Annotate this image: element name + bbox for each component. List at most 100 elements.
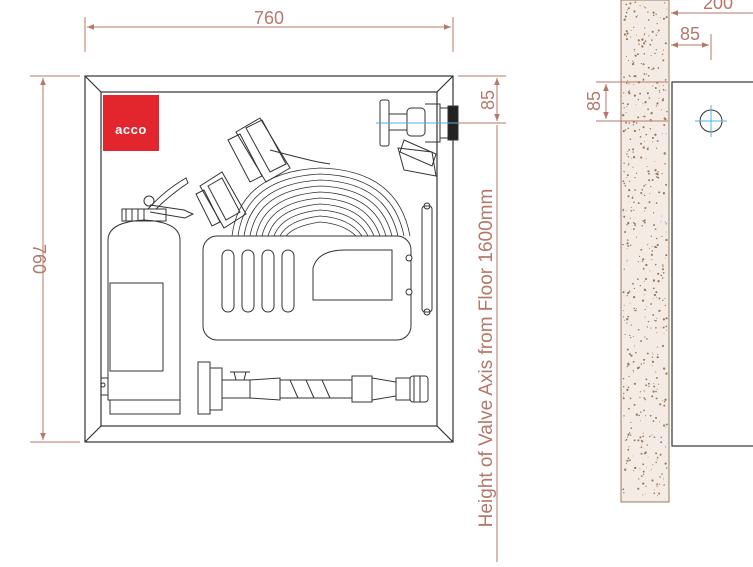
wall-speckle [645,158,647,160]
wall-speckle [632,60,634,62]
wall-speckle [656,485,658,487]
wall-speckle [659,476,661,478]
wall-speckle [633,439,636,442]
wall-speckle [626,35,628,37]
wall-speckle [666,329,668,331]
wall-speckle [646,148,649,151]
wall-speckle [626,103,629,106]
wall-speckle [626,436,629,438]
wall-speckle [623,171,625,173]
wall-speckle [624,333,626,336]
depth-label: 200 [703,0,733,13]
wall-speckle [647,244,649,246]
wall-speckle [654,263,657,266]
wall-speckle [655,376,658,379]
wall-speckle [652,14,655,17]
wall-speckle [665,317,668,320]
wall-speckle [657,67,660,69]
wall-speckle [662,49,664,51]
wall-speckle [644,415,646,417]
wall-speckle [663,332,665,334]
wall-speckle [627,7,630,10]
wall-speckle [651,395,654,398]
wall-speckle [628,188,631,192]
wall-speckle [635,122,638,124]
wall-speckle [662,318,666,321]
logo-text: acco [115,122,147,137]
wall-speckle [628,290,631,293]
offset-y-dimension [596,81,668,122]
wall-speckle [650,253,654,256]
wall-speckle [664,398,667,401]
wall-speckle [627,433,630,436]
wall-speckle [632,369,634,372]
wall-speckle [655,390,657,393]
wall-speckle [648,97,651,99]
wall-speckle [623,268,625,270]
wall-speckle [630,354,633,357]
wall-speckle [644,40,647,42]
wall-speckle [645,384,648,387]
wall-speckle [638,366,641,368]
wall-speckle [639,396,641,399]
wall-speckle [656,32,658,34]
wall-section [620,0,670,503]
wall-speckle [629,302,631,304]
wall-speckle [639,92,642,95]
wall-speckle [629,459,631,462]
wall-speckle [644,7,647,9]
wall-speckle [659,421,661,423]
upper-valve [379,99,459,177]
depth-dimension [668,0,753,20]
wall-speckle [644,206,647,210]
wall-speckle [646,326,649,328]
wall-speckle [650,112,653,115]
wall-speckle [665,467,668,469]
wall-speckle [646,444,648,446]
wall-speckle [644,147,645,149]
wall-speckle [655,326,657,329]
wall-speckle [657,495,659,497]
wall-speckle [651,352,653,354]
wall-speckle [627,221,629,223]
wall-speckle [622,291,625,294]
wall-speckle [626,365,628,368]
wall-speckle [628,446,630,448]
wall-speckle [651,479,654,482]
wall-speckle [635,351,637,354]
wall-speckle [639,420,641,422]
wall-speckle [622,385,625,388]
wall-speckle [660,109,663,111]
wall-speckle [623,162,625,164]
wall-speckle [622,377,625,380]
wall-speckle [632,228,635,231]
valve-axis-note: Height of Valve Axis from Floor 1600mm [476,189,497,528]
wall-speckle [632,296,636,299]
wall-speckle [637,261,639,263]
wall-speckle [647,11,649,13]
width-dimension [84,17,454,52]
wall-speckle [630,434,632,436]
wall-speckle [630,209,633,212]
wall-speckle [643,358,646,361]
wall-speckle [659,85,660,87]
wall-speckle [642,463,645,466]
wall-speckle [655,176,658,178]
wall-speckle [663,404,666,407]
wall-speckle [655,371,657,373]
wall-speckle [642,267,645,270]
wall-speckle [660,441,663,444]
wall-speckle [661,268,665,271]
wall-speckle [631,207,632,208]
wall-speckle [652,85,654,87]
wall-speckle [641,260,644,262]
wall-speckle [665,423,668,426]
wall-speckle [643,73,646,76]
wall-speckle [627,239,629,241]
wall-speckle [637,98,640,101]
wall-speckle [647,456,649,458]
wall-speckle [649,43,651,46]
wall-speckle [644,493,646,495]
wall-speckle [635,172,638,174]
